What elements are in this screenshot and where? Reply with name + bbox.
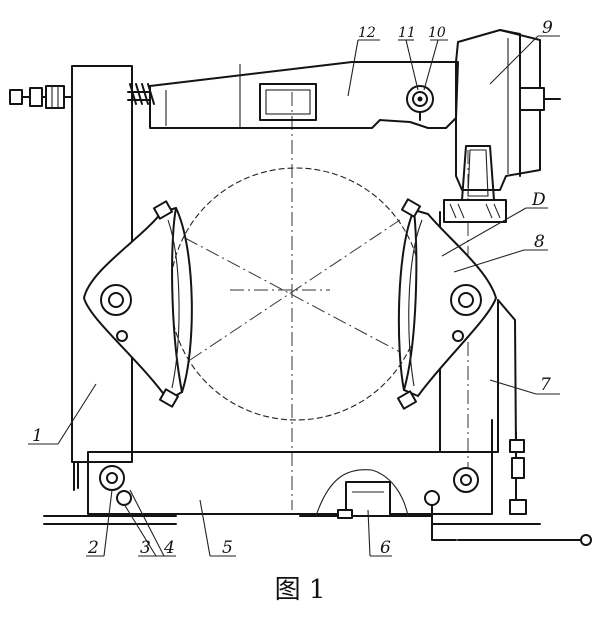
label-1: 1 bbox=[32, 426, 43, 446]
label-11: 11 bbox=[398, 25, 416, 41]
label-8: 8 bbox=[534, 232, 545, 252]
right-adjusting-screw bbox=[457, 431, 592, 546]
base-frame bbox=[43, 451, 541, 541]
label-3: 3 bbox=[140, 538, 151, 558]
brake-drum bbox=[169, 167, 423, 421]
part-labels: 1 2 3 4 5 6 7 8 9 10 11 12 D bbox=[32, 18, 553, 558]
figure-caption: 图 1 bbox=[275, 575, 326, 605]
adjusting-rod bbox=[9, 85, 73, 109]
left-brake-arm bbox=[71, 65, 133, 491]
thruster-housing bbox=[443, 29, 561, 223]
label-D: D bbox=[531, 190, 546, 210]
leader-lines bbox=[28, 35, 560, 557]
label-2: 2 bbox=[87, 538, 99, 558]
label-4: 4 bbox=[163, 538, 175, 558]
right-brake-shoe bbox=[396, 198, 497, 410]
label-10: 10 bbox=[428, 25, 446, 41]
label-5: 5 bbox=[222, 538, 233, 558]
top-lever bbox=[149, 61, 459, 129]
tension-spring bbox=[127, 83, 155, 105]
label-7: 7 bbox=[540, 375, 551, 395]
label-9: 9 bbox=[542, 18, 553, 38]
label-12: 12 bbox=[358, 25, 376, 41]
label-6: 6 bbox=[380, 538, 391, 558]
left-brake-shoe bbox=[83, 200, 193, 408]
